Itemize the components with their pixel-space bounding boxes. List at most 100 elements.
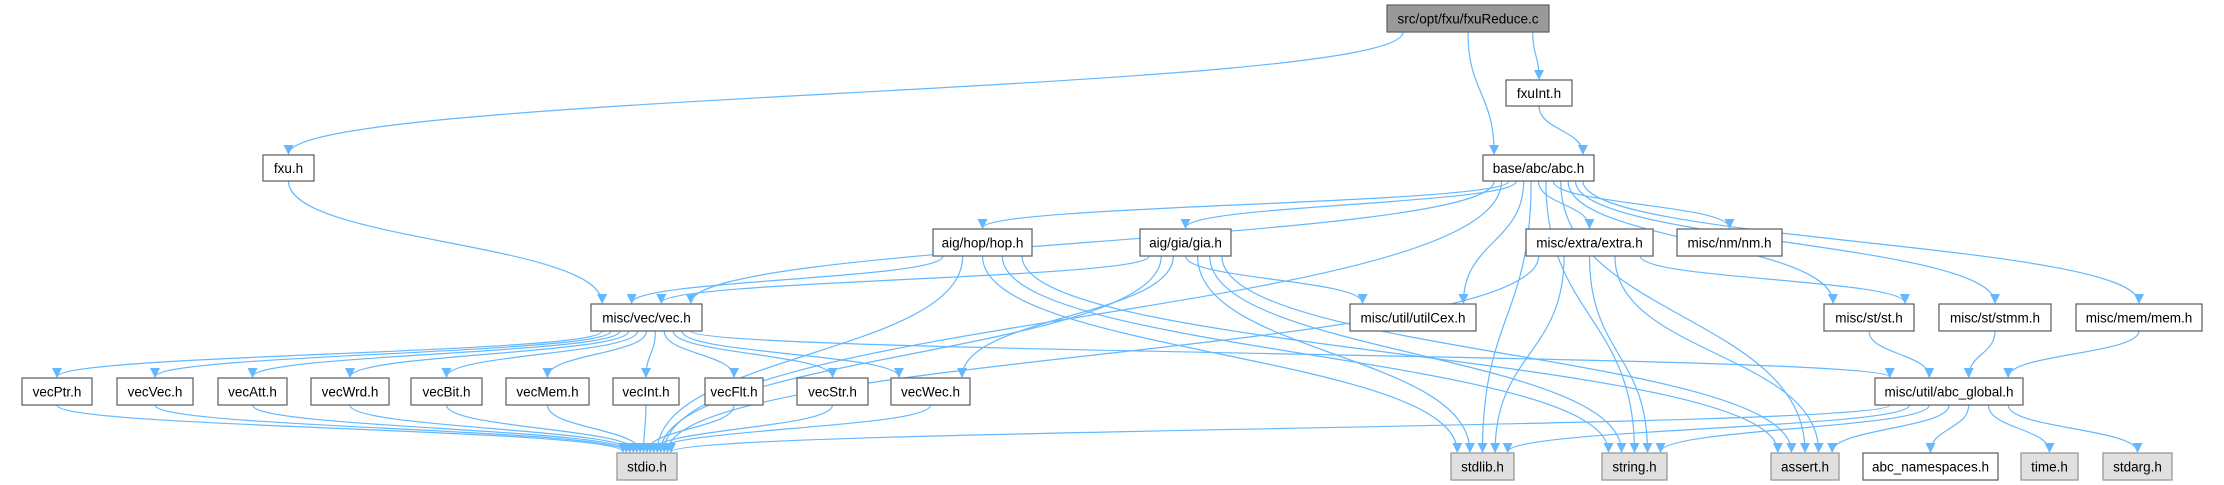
- node-abc_global[interactable]: misc/util/abc_global.h: [1874, 377, 2024, 406]
- edge-abc_global-to-string: [1655, 404, 1930, 453]
- edge-vec-to-vecMem: [542, 330, 648, 378]
- node-utilCex[interactable]: misc/util/utilCex.h: [1349, 303, 1477, 332]
- node-stmm[interactable]: misc/st/stmm.h: [1938, 303, 2052, 332]
- edge-mem-to-abc_global: [2003, 330, 2140, 378]
- node-gia[interactable]: aig/gia/gia.h: [1139, 228, 1232, 257]
- node-label: misc/st/st.h: [1835, 311, 1903, 326]
- node-time[interactable]: time.h: [2020, 452, 2079, 481]
- node-st[interactable]: misc/st/st.h: [1823, 303, 1915, 332]
- edge-abc-to-gia: [1180, 180, 1517, 229]
- node-box: [1823, 303, 1915, 332]
- node-vecFlt[interactable]: vecFlt.h: [704, 377, 764, 406]
- node-vecPtr[interactable]: vecPtr.h: [21, 377, 93, 406]
- node-label: vecWrd.h: [322, 385, 379, 400]
- edge-hop-to-assert: [1021, 255, 1783, 453]
- edge-vecPtr-to-stdio: [56, 404, 628, 453]
- node-hop[interactable]: aig/hop/hop.h: [932, 228, 1033, 257]
- node-fxu[interactable]: fxu.h: [262, 154, 315, 182]
- edge-gia-to-vecWec: [957, 255, 1174, 378]
- edge-gia-to-stdlib: [1197, 255, 1475, 453]
- node-box: [2020, 452, 2079, 481]
- node-label: misc/mem/mem.h: [2086, 311, 2193, 326]
- node-assert[interactable]: assert.h: [1770, 452, 1840, 481]
- edge-fxuReduce-to-abc: [1467, 31, 1500, 155]
- node-label: vecInt.h: [622, 385, 669, 400]
- node-vecVec[interactable]: vecVec.h: [116, 377, 194, 406]
- node-box: [704, 377, 764, 406]
- edge-abc-to-stmm: [1574, 180, 2000, 304]
- edge-hop-to-stdlib: [981, 255, 1463, 453]
- node-label: vecStr.h: [808, 385, 857, 400]
- node-vecMem[interactable]: vecMem.h: [505, 377, 590, 406]
- node-box: [612, 377, 680, 406]
- node-label: misc/util/utilCex.h: [1360, 311, 1465, 326]
- node-label: stdlib.h: [1461, 460, 1504, 475]
- edge-vec-to-vecVec: [150, 330, 612, 378]
- node-box: [1862, 452, 1999, 481]
- node-fxuInt[interactable]: fxuInt.h: [1505, 79, 1573, 107]
- node-label: misc/extra/extra.h: [1536, 236, 1643, 251]
- node-nm[interactable]: misc/nm/nm.h: [1676, 228, 1783, 257]
- node-vecStr[interactable]: vecStr.h: [796, 377, 869, 406]
- node-box: [1450, 452, 1515, 481]
- edge-abc_global-to-stdlib: [1502, 404, 1911, 453]
- node-vecInt[interactable]: vecInt.h: [612, 377, 680, 406]
- edge-abc-to-nm: [1552, 180, 1735, 229]
- edge-vecInt-to-stdio: [638, 404, 649, 453]
- edge-vec-to-abc_global: [690, 330, 1895, 378]
- node-abc[interactable]: base/abc/abc.h: [1482, 154, 1595, 182]
- edge-vec-to-vecPtr: [52, 330, 603, 378]
- node-box: [310, 377, 390, 406]
- node-label: fxu.h: [274, 161, 303, 176]
- node-box: [1482, 154, 1595, 182]
- node-stdio[interactable]: stdio.h: [616, 452, 678, 481]
- edge-abc-to-hop: [977, 180, 1510, 229]
- node-box: [1525, 228, 1654, 257]
- edge-vec-to-vecBit: [441, 330, 639, 378]
- node-label: aig/hop/hop.h: [942, 236, 1024, 251]
- node-vecWrd[interactable]: vecWrd.h: [310, 377, 390, 406]
- node-box: [2075, 303, 2203, 332]
- node-label: src/opt/fxu/fxuReduce.c: [1397, 12, 1538, 27]
- node-abc_namespaces[interactable]: abc_namespaces.h: [1862, 452, 1999, 481]
- edge-vecVec-to-stdio: [154, 404, 632, 453]
- node-fxuReduce[interactable]: src/opt/fxu/fxuReduce.c: [1386, 4, 1550, 33]
- node-mem[interactable]: misc/mem/mem.h: [2075, 303, 2203, 332]
- node-label: abc_namespaces.h: [1872, 460, 1989, 475]
- node-box: [505, 377, 590, 406]
- node-vecAtt[interactable]: vecAtt.h: [217, 377, 288, 406]
- node-label: vecPtr.h: [33, 385, 82, 400]
- edge-st-to-abc_global: [1868, 330, 1935, 378]
- node-label: misc/vec/vec.h: [602, 311, 691, 326]
- node-label: misc/st/stmm.h: [1950, 311, 2040, 326]
- node-label: base/abc/abc.h: [1493, 161, 1585, 176]
- node-box: [1676, 228, 1783, 257]
- node-vec[interactable]: misc/vec/vec.h: [590, 303, 703, 332]
- node-vecBit[interactable]: vecBit.h: [410, 377, 483, 406]
- node-label: vecWec.h: [901, 385, 960, 400]
- node-stdlib[interactable]: stdlib.h: [1450, 452, 1515, 481]
- node-label: vecAtt.h: [228, 385, 277, 400]
- edge-gia-to-vec: [656, 255, 1150, 304]
- node-label: vecVec.h: [128, 385, 183, 400]
- edge-hop-to-vec: [626, 255, 944, 304]
- node-box: [410, 377, 483, 406]
- node-label: vecFlt.h: [710, 385, 757, 400]
- node-string[interactable]: string.h: [1601, 452, 1668, 481]
- edge-vecAtt-to-stdio: [251, 404, 635, 453]
- edges-layer: [52, 31, 2144, 453]
- edge-abc-to-stdlib: [1477, 180, 1532, 453]
- node-stdarg[interactable]: stdarg.h: [2102, 452, 2173, 481]
- node-box: [21, 377, 93, 406]
- node-box: [1770, 452, 1840, 481]
- node-box: [1349, 303, 1477, 332]
- node-box: [796, 377, 869, 406]
- node-extra[interactable]: misc/extra/extra.h: [1525, 228, 1654, 257]
- node-label: misc/nm/nm.h: [1687, 236, 1771, 251]
- node-box: [116, 377, 194, 406]
- node-vecWec[interactable]: vecWec.h: [890, 377, 971, 406]
- edge-gia-to-utilCex: [1184, 255, 1368, 304]
- edge-vecFlt-to-stdio: [642, 404, 735, 453]
- edge-vecMem-to-stdio: [546, 404, 646, 453]
